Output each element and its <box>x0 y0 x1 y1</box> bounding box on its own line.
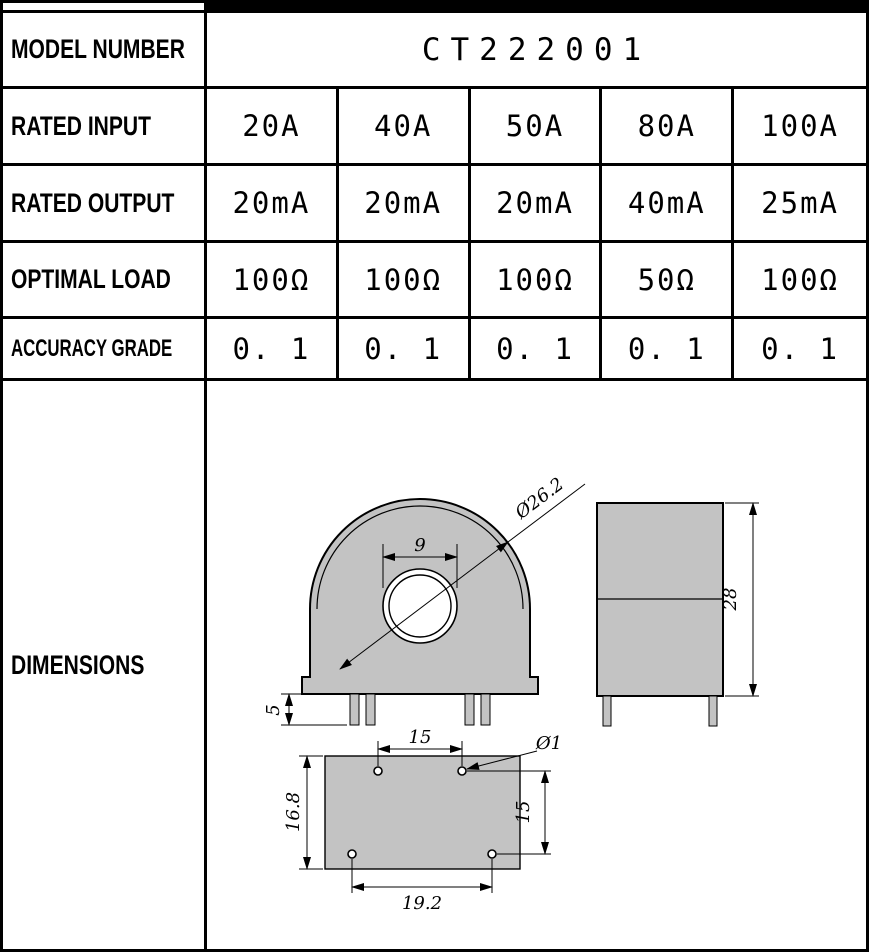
accuracy-grade-value-4: 0. 1 <box>761 331 840 366</box>
rated-output-value-2: 20mA <box>496 186 574 220</box>
rated-output-cell-0: 20mA <box>207 166 339 243</box>
rated-output-value-0: 20mA <box>232 186 311 220</box>
rated-input-value-2: 50A <box>505 109 565 143</box>
accuracy-grade-cell-3: 0. 1 <box>602 319 735 381</box>
accuracy-grade-cell-2: 0. 1 <box>470 319 603 381</box>
front-view: 9 Ø26.2 5 <box>263 474 586 726</box>
dim-pin-row-spacing: 15 <box>513 801 534 824</box>
front-pin <box>349 693 360 726</box>
dim-hole-width: 9 <box>414 535 425 556</box>
dim-outer-diameter: Ø26.2 <box>511 474 568 524</box>
optimal-load-cell-2: 100Ω <box>470 243 603 319</box>
optimal-load-value-0: 100Ω <box>232 262 311 297</box>
rated-input-cell-0: 20A <box>207 89 339 166</box>
rated-output-cell-3: 40mA <box>602 166 735 243</box>
dimensions-drawing: 9 Ø26.2 5 28 <box>263 474 759 914</box>
pin-hole <box>347 849 357 859</box>
rated-input-cell-2: 50A <box>470 89 603 166</box>
pin-hole <box>457 766 467 776</box>
rated-input-cell-3: 80A <box>602 89 735 166</box>
pin-hole <box>373 766 383 776</box>
pin-hole <box>487 849 497 859</box>
row-label-rated-input: RATED INPUT <box>3 89 207 166</box>
row-label-accuracy-grade: ACCURACY GRADE <box>3 319 207 381</box>
rated-input-label: RATED INPUT <box>11 110 152 141</box>
optimal-load-value-3: 50Ω <box>637 262 696 297</box>
accuracy-grade-value-0: 0. 1 <box>232 331 311 366</box>
front-pin <box>464 693 475 726</box>
dim-top-pin-spacing: 15 <box>409 727 432 748</box>
row-label-dimensions: DIMENSIONS <box>3 381 207 949</box>
dim-pin-hole-diameter: Ø1 <box>535 733 562 754</box>
center-hole <box>382 568 458 644</box>
rated-output-cell-4: 25mA <box>734 166 866 243</box>
rated-input-value-3: 80A <box>637 109 696 143</box>
side-view: 28 <box>596 502 759 727</box>
optimal-load-cell-0: 100Ω <box>207 243 339 319</box>
row-label-optimal-load: OPTIMAL LOAD <box>3 243 207 319</box>
dim-base-depth: 16.8 <box>283 792 304 832</box>
optimal-load-cell-3: 50Ω <box>602 243 735 319</box>
rated-input-value-4: 100A <box>761 109 840 143</box>
rated-output-value-4: 25mA <box>761 186 840 220</box>
model-number-cell: CT222001 <box>207 13 866 89</box>
rated-output-label: RATED OUTPUT <box>11 187 175 218</box>
top-strip-left <box>3 3 207 13</box>
optimal-load-value-1: 100Ω <box>364 262 443 297</box>
rated-input-value-0: 20A <box>242 109 301 143</box>
rated-output-value-3: 40mA <box>627 186 706 220</box>
side-pin <box>602 695 612 727</box>
row-label-model-number: MODEL NUMBER <box>3 13 207 89</box>
dim-bottom-pin-spacing: 19.2 <box>402 893 442 914</box>
top-black-bar <box>207 3 866 13</box>
optimal-load-cell-1: 100Ω <box>338 243 471 319</box>
rated-input-cell-4: 100A <box>734 89 866 166</box>
rated-output-cell-1: 20mA <box>338 166 471 243</box>
front-pin <box>480 693 491 726</box>
optimal-load-value-4: 100Ω <box>761 262 840 297</box>
accuracy-grade-value-2: 0. 1 <box>496 331 574 366</box>
row-label-rated-output: RATED OUTPUT <box>3 166 207 243</box>
front-pin <box>365 693 376 726</box>
rated-output-cell-2: 20mA <box>470 166 603 243</box>
model-number-label: MODEL NUMBER <box>11 34 185 64</box>
accuracy-grade-value-1: 0. 1 <box>364 331 443 366</box>
optimal-load-value-2: 100Ω <box>496 262 574 297</box>
accuracy-grade-label: ACCURACY GRADE <box>11 334 173 362</box>
accuracy-grade-cell-4: 0. 1 <box>734 319 866 381</box>
accuracy-grade-cell-1: 0. 1 <box>338 319 471 381</box>
model-number-value: CT222001 <box>421 31 652 68</box>
dimensions-cell: 9 Ø26.2 5 28 <box>207 381 866 949</box>
rated-input-value-1: 40A <box>374 109 433 143</box>
optimal-load-cell-4: 100Ω <box>734 243 866 319</box>
accuracy-grade-cell-0: 0. 1 <box>207 319 339 381</box>
dim-side-height: 28 <box>720 588 741 612</box>
dim-pin-length: 5 <box>263 704 284 715</box>
rated-output-value-1: 20mA <box>364 186 443 220</box>
optimal-load-label: OPTIMAL LOAD <box>11 264 171 294</box>
rated-input-cell-1: 40A <box>338 89 471 166</box>
dimensions-label: DIMENSIONS <box>11 649 145 680</box>
accuracy-grade-value-3: 0. 1 <box>627 331 706 366</box>
side-pin <box>708 695 718 727</box>
bottom-view: 15 Ø1 15 16.8 19.2 <box>283 727 562 914</box>
